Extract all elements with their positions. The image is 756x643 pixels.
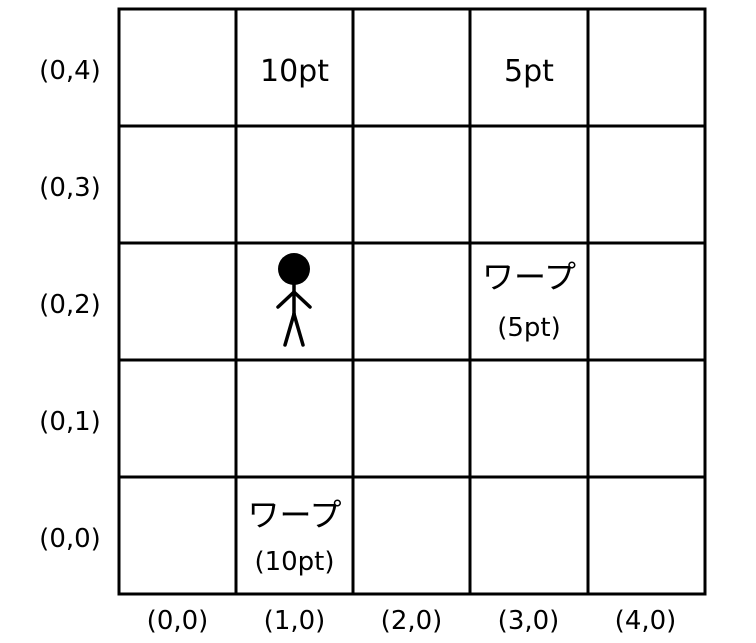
- cell-points: 5pt: [504, 54, 554, 89]
- col-label-3: (3,0): [497, 606, 560, 636]
- warp-points: (5pt): [497, 313, 561, 343]
- row-label-1: (0,1): [39, 407, 101, 437]
- warp-title: ワープ: [481, 258, 577, 296]
- stick-figure-icon: [276, 253, 312, 347]
- cell-1-4: 10pt: [236, 9, 353, 126]
- cell-1-0: ワープ (10pt): [236, 477, 353, 594]
- cell-3-4: 5pt: [470, 9, 588, 126]
- warp-points: (10pt): [254, 547, 335, 577]
- warp-title: ワープ: [247, 496, 342, 534]
- col-label-0: (0,0): [146, 606, 209, 636]
- col-label-1: (1,0): [263, 606, 326, 636]
- grid-border: [117, 7, 707, 596]
- row-label-2: (0,2): [39, 290, 101, 320]
- cell-3-2: ワープ (5pt): [470, 243, 588, 360]
- row-label-4: (0,4): [39, 56, 101, 86]
- row-label-3: (0,3): [39, 173, 101, 203]
- col-label-2: (2,0): [380, 606, 443, 636]
- row-label-0: (0,0): [39, 524, 101, 554]
- col-label-4: (4,0): [614, 606, 677, 636]
- cell-points: 10pt: [260, 54, 329, 89]
